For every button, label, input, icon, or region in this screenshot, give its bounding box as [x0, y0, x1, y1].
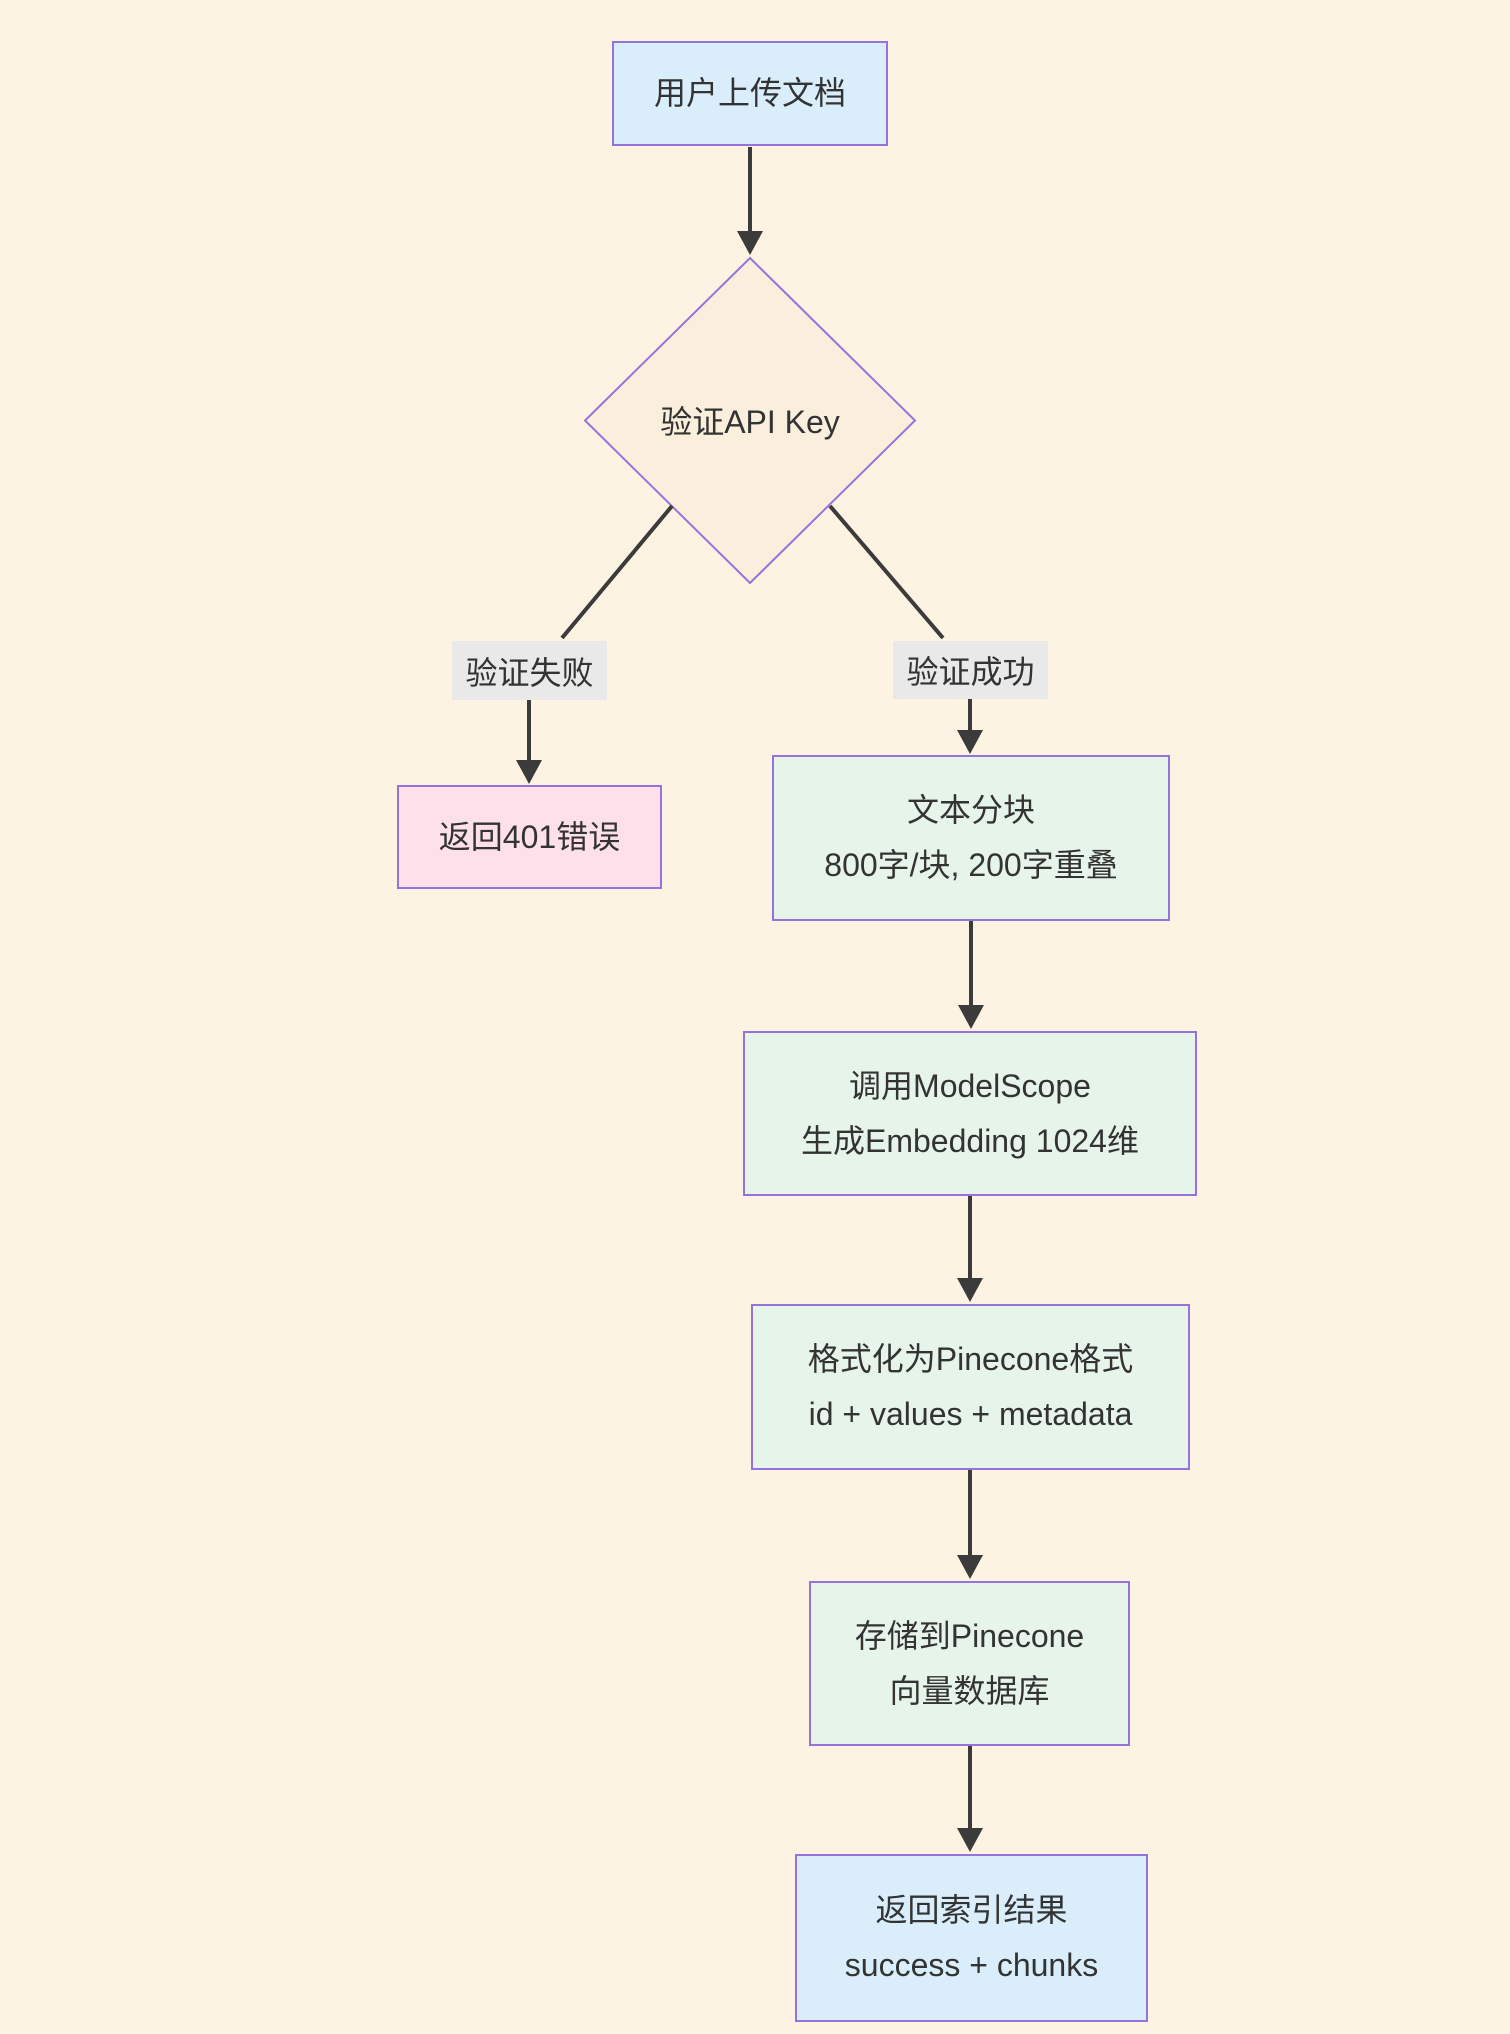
node-return-401-error: 返回401错误 — [397, 785, 662, 889]
edge-success-label-to-chunk — [957, 699, 983, 754]
node-return-index-result: 返回索引结果 success + chunks — [795, 1854, 1148, 2022]
decision-verify-shape — [583, 256, 917, 585]
node-generate-embedding-line2: 生成Embedding 1024维 — [801, 1122, 1139, 1159]
node-text-chunking: 文本分块 800字/块, 200字重叠 — [772, 755, 1170, 921]
edge-fail-label-to-error401 — [516, 700, 542, 784]
node-upload-document-label: 用户上传文档 — [653, 75, 846, 111]
edge-label-success-text: 验证成功 — [906, 654, 1035, 690]
edge-format-to-store — [957, 1470, 983, 1579]
node-store-pinecone-line2: 向量数据库 — [889, 1672, 1050, 1709]
edge-verify-to-fail-label — [560, 504, 674, 640]
node-store-pinecone-line1: 存储到Pinecone — [854, 1617, 1085, 1654]
node-return-index-result-line2: success + chunks — [844, 1947, 1099, 1983]
node-upload-document: 用户上传文档 — [612, 41, 888, 146]
node-store-pinecone: 存储到Pinecone 向量数据库 — [809, 1581, 1130, 1746]
node-format-pinecone-line2: id + values + metadata — [808, 1396, 1133, 1432]
node-text-chunking-line1: 文本分块 — [906, 792, 1035, 828]
node-text-chunking-line2: 800字/块, 200字重叠 — [824, 847, 1118, 883]
node-format-pinecone-line1: 格式化为Pinecone格式 — [807, 1341, 1134, 1377]
node-format-pinecone: 格式化为Pinecone格式 id + values + metadata — [751, 1304, 1190, 1470]
edge-embed-to-format — [957, 1196, 983, 1302]
edge-label-fail-text: 验证失败 — [465, 654, 594, 691]
decision-verify-label: 验证API Key — [590, 390, 910, 450]
edge-upload-to-verify — [737, 147, 763, 255]
edge-verify-to-success-label — [828, 504, 945, 640]
edge-store-to-result — [957, 1746, 983, 1852]
edge-label-success: 验证成功 — [893, 641, 1048, 699]
node-return-401-error-label: 返回401错误 — [438, 818, 621, 855]
node-return-index-result-line1: 返回索引结果 — [875, 1892, 1068, 1928]
node-generate-embedding: 调用ModelScope 生成Embedding 1024维 — [743, 1031, 1197, 1196]
edge-label-fail: 验证失败 — [452, 641, 607, 700]
node-generate-embedding-line1: 调用ModelScope — [849, 1067, 1091, 1104]
edge-chunk-to-embed — [958, 921, 984, 1029]
decision-verify-label-text: 验证API Key — [660, 404, 840, 440]
